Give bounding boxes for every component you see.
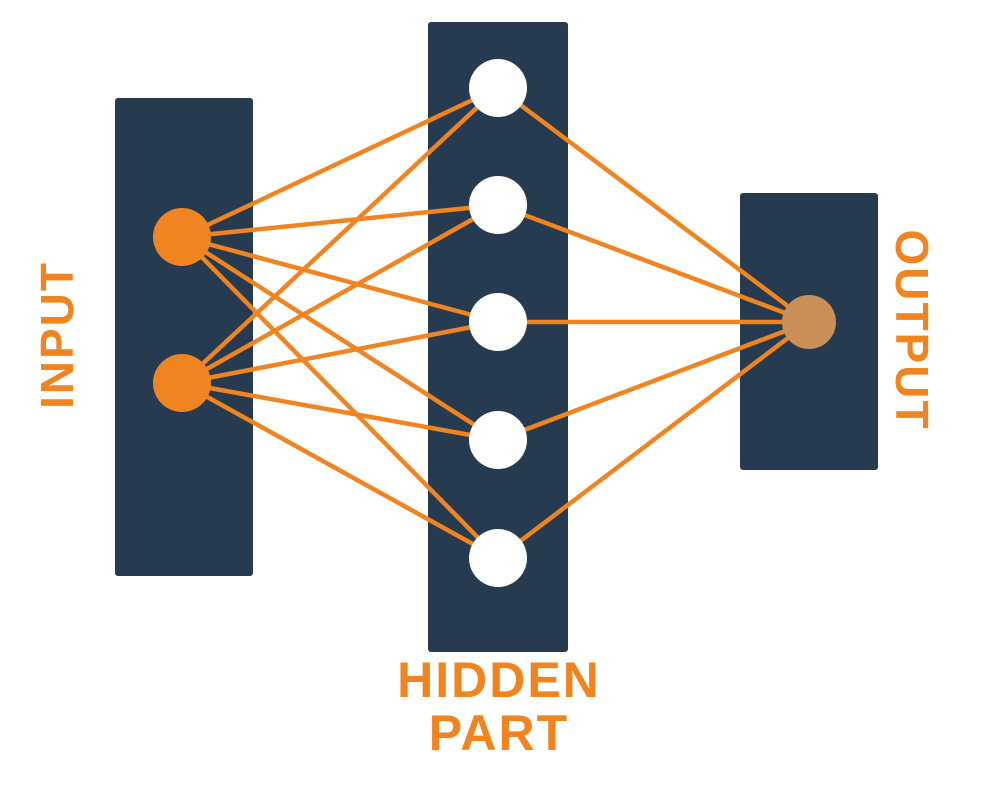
connection-line — [181, 319, 499, 386]
connection-line — [180, 381, 500, 560]
input-node-2 — [153, 354, 211, 412]
input-node-1 — [153, 208, 211, 266]
connection-line — [497, 202, 810, 325]
hidden-node-4 — [469, 411, 527, 469]
connection-line — [181, 380, 499, 443]
hidden-node-2 — [469, 176, 527, 234]
output-layer-label: OUTPUT — [886, 229, 938, 431]
hidden-layer-label: HIDDEN PART — [397, 652, 601, 761]
connection-line — [181, 85, 499, 240]
output-node-1 — [782, 295, 836, 349]
hidden-node-1 — [469, 59, 527, 117]
hidden-node-3 — [469, 293, 527, 351]
connection-line — [180, 235, 500, 442]
connection-line — [181, 234, 499, 325]
connection-line — [497, 319, 810, 443]
input-layer-label: INPUT — [31, 261, 83, 409]
connection-line — [180, 235, 500, 560]
connection-line — [181, 202, 499, 240]
hidden-node-5 — [469, 529, 527, 587]
connection-line — [496, 320, 811, 560]
connection-line — [180, 203, 500, 385]
connection-line — [180, 86, 500, 385]
connection-line — [496, 86, 811, 324]
